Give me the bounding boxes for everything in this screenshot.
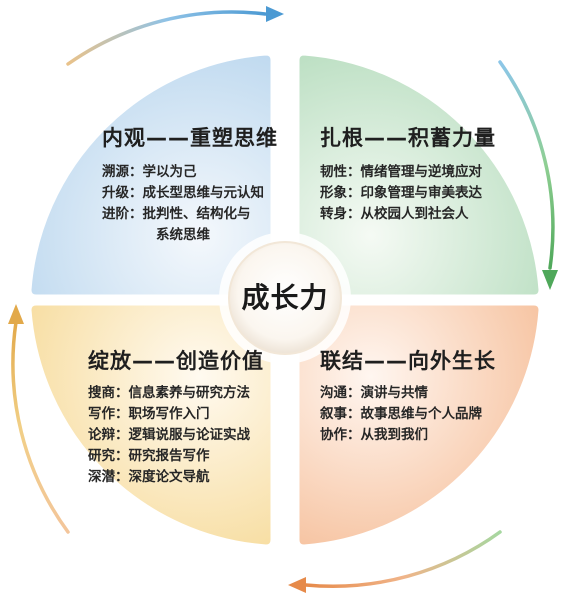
quadrant-bottom-right [296,302,542,548]
cycle-arrows [8,6,558,593]
list-item: 深潜：深度论文导航 [88,469,210,485]
quadrant-bottom-right-content: 联结——向外生长 沟通：演讲与共情 叙事：故事思维与个人品牌 协作：从我到我们 [320,345,496,446]
list-item: 进阶：批判性、结构化与 [102,206,251,222]
list-item-continuation: 系统思维 [156,227,210,243]
list-item: 转身：从校园人到社会人 [320,206,469,222]
left-arrowhead-icon [8,304,24,324]
list-item: 沟通：演讲与共情 [320,385,428,401]
quadrant-top-right [296,52,542,298]
quadrant-panels [28,52,542,548]
list-item: 叙事：故事思维与个人品牌 [320,406,482,422]
bottom-arrowhead-icon [288,577,306,593]
quadrant-top-left [28,52,274,298]
list-item: 韧性：情绪管理与逆境应对 [320,164,482,180]
left-arc-arrow [11,320,70,534]
quadrant-title: 联结——向外生长 [320,349,496,373]
top-arc-arrow [66,10,267,66]
list-item: 论辩：逻辑说服与论证实战 [88,427,250,443]
list-item: 搜商：信息素养与研究方法 [88,385,250,401]
quadrant-title: 扎根——积蓄力量 [320,126,496,150]
right-arc-arrow [498,60,555,270]
quadrant-bottom-left [28,302,274,548]
list-item: 协作：从我到我们 [320,427,428,443]
center-circle [228,241,342,355]
quadrant-title: 内观——重塑思维 [102,126,278,150]
quadrant-top-left-content: 内观——重塑思维 溯源：学以为己 升级：成长型思维与元认知 进阶：批判性、结构化… [102,122,278,246]
top-arrowhead-icon [266,6,284,22]
list-item: 研究：研究报告写作 [88,448,210,464]
bottom-arc-arrow [304,530,502,589]
list-item: 升级：成长型思维与元认知 [102,185,264,201]
list-item: 形象：印象管理与审美表达 [320,185,482,201]
list-item: 溯源：学以为己 [102,164,197,180]
quadrant-top-right-content: 扎根——积蓄力量 韧性：情绪管理与逆境应对 形象：印象管理与审美表达 转身：从校… [320,122,496,225]
quadrant-title: 绽放——创造价值 [88,349,264,373]
center-title: 成长力 [241,281,329,314]
quadrant-bottom-left-content: 绽放——创造价值 搜商：信息素养与研究方法 写作：职场写作入门 论辩：逻辑说服与… [88,345,264,488]
list-item: 写作：职场写作入门 [88,406,210,422]
right-arrowhead-icon [542,270,558,290]
